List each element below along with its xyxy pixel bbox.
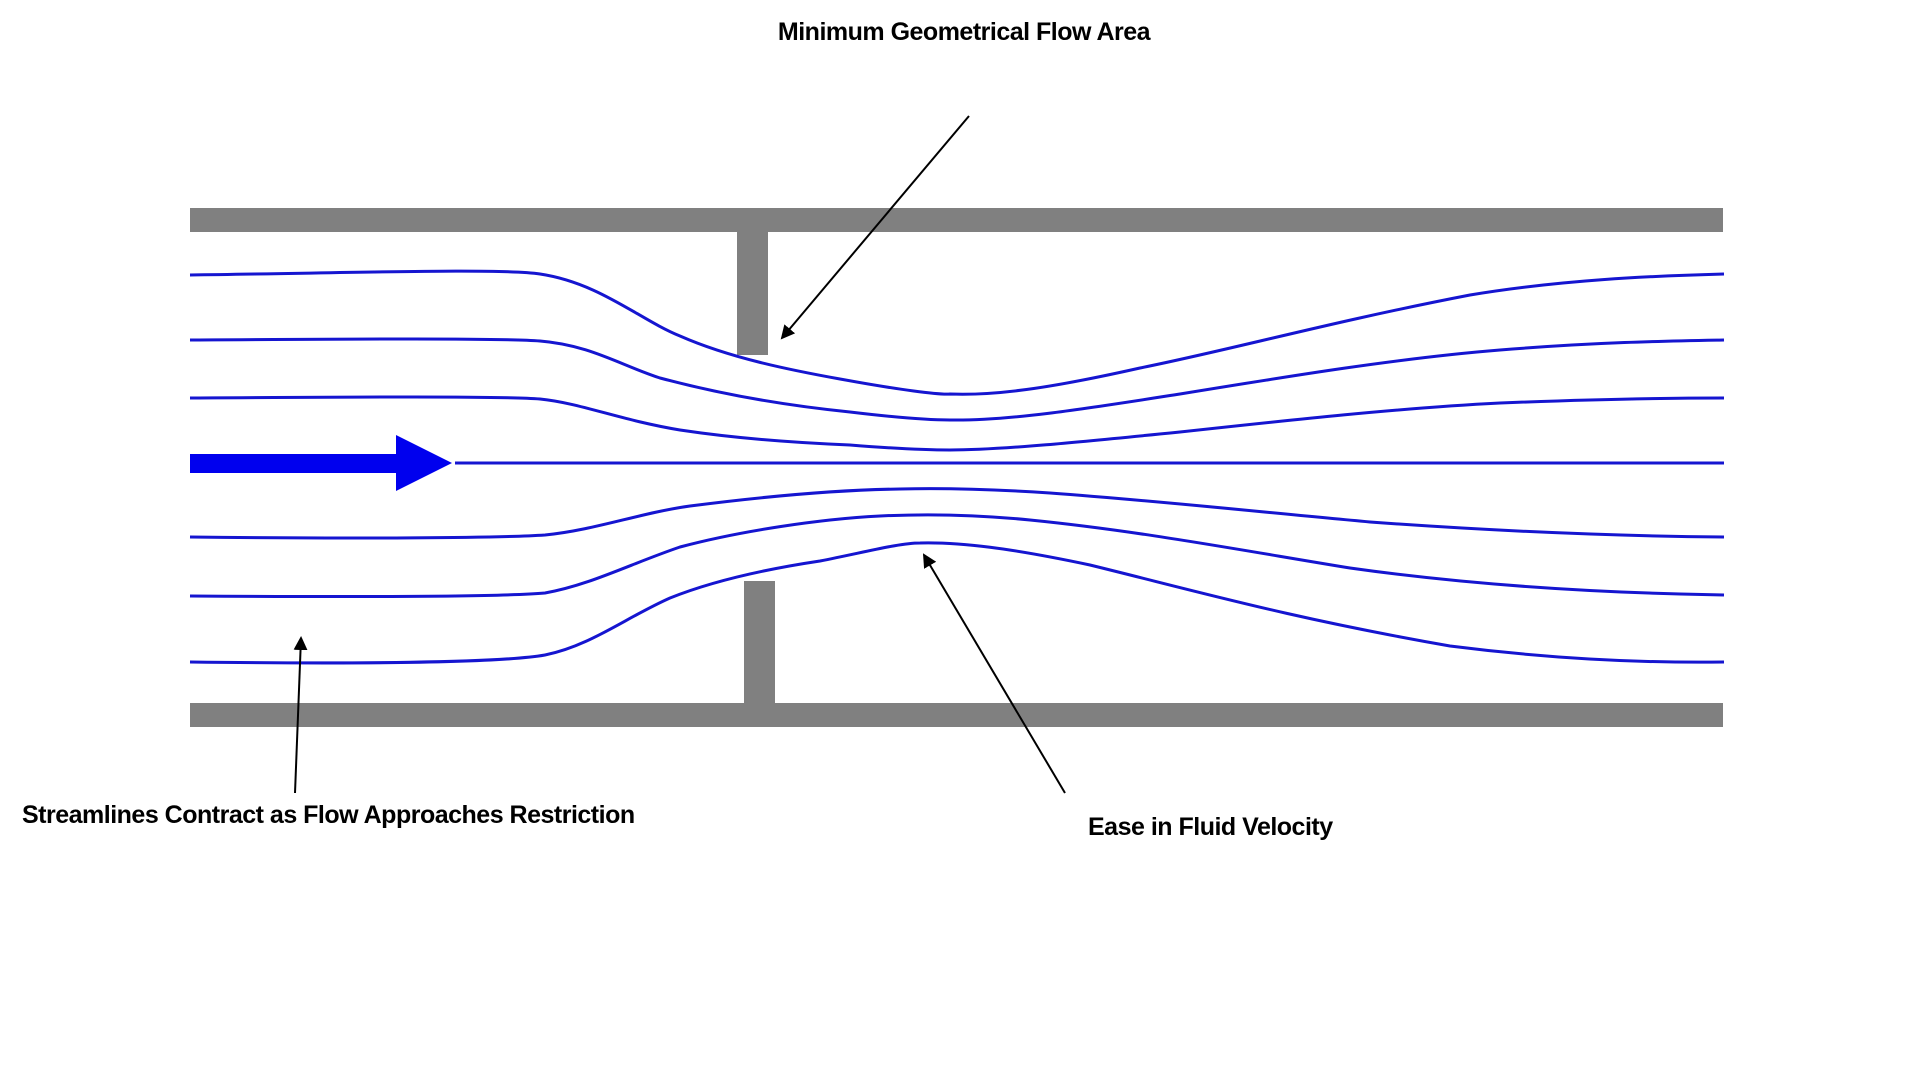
label-minimum-flow-area: Minimum Geometrical Flow Area — [778, 18, 1152, 46]
orifice-plate-bottom — [744, 581, 775, 705]
label-fluid-velocity: Ease in Fluid Velocity — [1088, 813, 1333, 841]
annotation-arrow-left — [293, 636, 308, 794]
streamline-7 — [189, 541, 1725, 665]
flow-arrow-head — [396, 435, 452, 491]
annotation-arrow-top — [780, 115, 970, 340]
pipe-bottom-wall — [190, 703, 1723, 727]
streamlines — [189, 269, 1725, 665]
flow-direction-arrow — [190, 435, 452, 491]
streamline-2 — [189, 337, 1725, 422]
annotation-arrows — [293, 115, 1066, 794]
flow-arrow-shaft — [190, 454, 400, 473]
orifice-plate-top — [737, 230, 768, 355]
pipe-top-wall — [190, 208, 1723, 232]
streamline-6 — [189, 513, 1725, 599]
streamline-1 — [189, 269, 1725, 396]
streamline-5 — [189, 487, 1725, 540]
annotation-arrow-bottom — [922, 553, 1066, 794]
streamline-3 — [189, 395, 1725, 452]
label-streamlines-contract: Streamlines Contract as Flow Approaches … — [22, 801, 635, 829]
